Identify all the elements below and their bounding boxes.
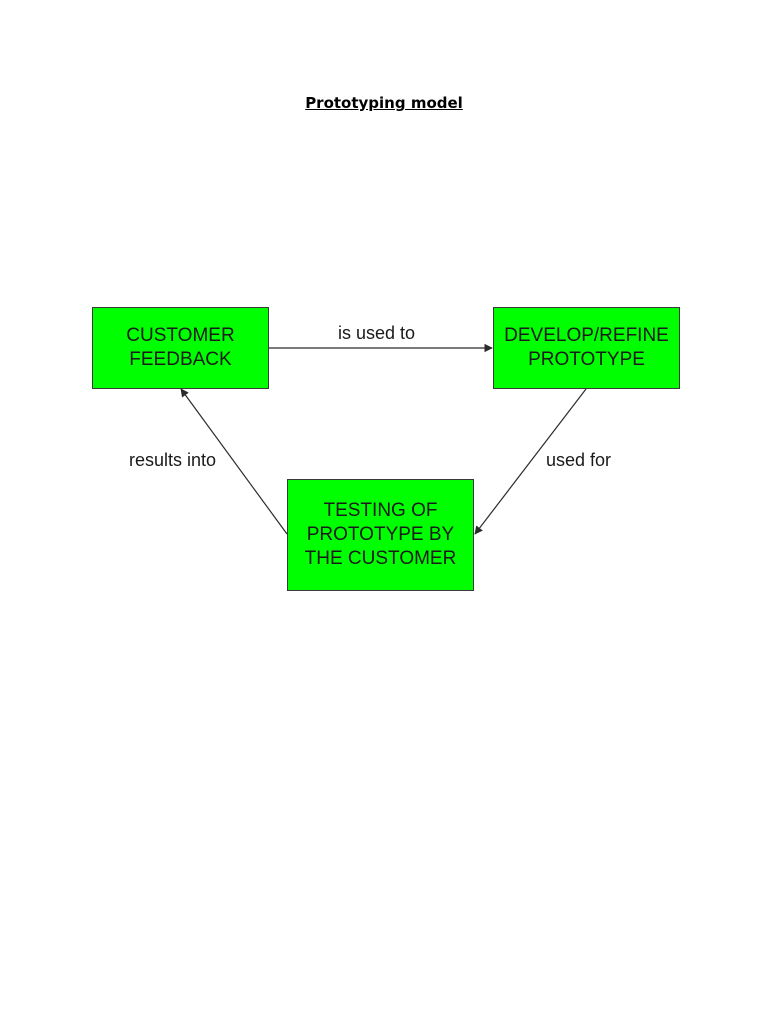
node-develop-refine-prototype: DEVELOP/REFINE PROTOTYPE [493, 307, 680, 389]
edge-label-used-for: used for [546, 450, 612, 470]
node-line: FEEDBACK [129, 349, 232, 370]
node-line: CUSTOMER [126, 325, 235, 346]
edge-label-results-into: results into [129, 450, 217, 470]
edge-label-is-used-to: is used to [338, 323, 416, 343]
node-develop-refine-prototype-text: DEVELOP/REFINE PROTOTYPE [504, 324, 669, 372]
node-customer-feedback-text: CUSTOMER FEEDBACK [126, 324, 234, 372]
node-line: PROTOTYPE BY [306, 524, 455, 545]
node-line: THE CUSTOMER [304, 548, 457, 569]
node-line: TESTING OF [323, 500, 438, 521]
node-line: PROTOTYPE [528, 349, 645, 370]
node-testing-of-prototype-text: TESTING OF PROTOTYPE BY THE CUSTOMER [305, 499, 457, 571]
node-line: DEVELOP/REFINE [504, 325, 669, 346]
node-customer-feedback: CUSTOMER FEEDBACK [92, 307, 269, 389]
page-title: Prototyping model [305, 94, 463, 112]
node-testing-of-prototype: TESTING OF PROTOTYPE BY THE CUSTOMER [287, 479, 474, 591]
